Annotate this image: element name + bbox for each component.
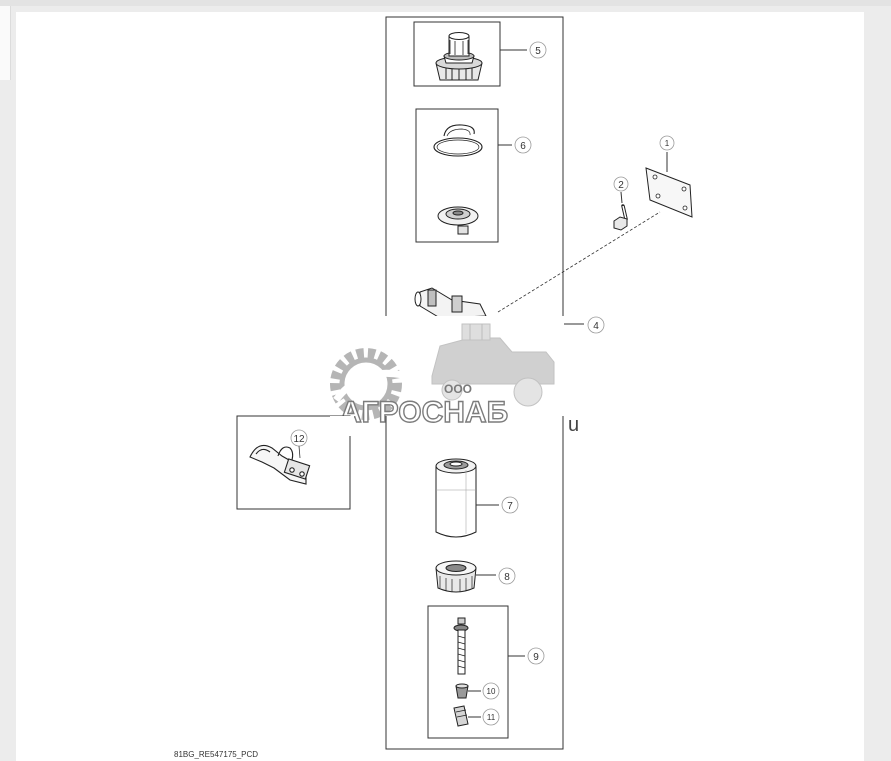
part-2-leader [620, 191, 623, 204]
part-9-callout-circle [527, 647, 545, 665]
part-1-callout-circle [659, 135, 675, 151]
part-1-group: 1 [645, 135, 693, 218]
watermark-company-name: АГРОСНАБ [340, 396, 508, 429]
part-5-group: 5 [413, 21, 547, 87]
part-10-callout-circle [482, 682, 500, 700]
part-5-cap-drawing [435, 32, 483, 81]
side-panel-tab[interactable] [0, 6, 11, 80]
part-11-callout-circle [482, 708, 500, 726]
part-2-label: 2 [618, 180, 624, 191]
filter-bowl-drawing [435, 560, 477, 593]
part-6-callout-circle [514, 136, 532, 154]
watermark-logo: ООО АГРОСНАБ u [330, 316, 604, 436]
filter-element-drawing [435, 458, 477, 538]
part-6-label: 6 [520, 141, 526, 152]
part-2-group: 2 [613, 176, 629, 231]
gear-icon [330, 348, 422, 420]
part-8-callout-circle [498, 567, 516, 585]
part-5-box [413, 21, 501, 87]
part-10-label: 10 [487, 687, 496, 696]
part-4-callout-circle [587, 316, 605, 334]
watermark-suffix: u [568, 414, 579, 436]
watermark-company-prefix: ООО [444, 382, 472, 396]
part-11-group: 11 [453, 705, 500, 727]
part-5-callout-circle [529, 41, 547, 59]
clamp-bracket-drawing [249, 444, 311, 485]
part-7-group: 7 [435, 458, 519, 538]
part-5-label: 5 [535, 46, 541, 57]
part-12-group: 12 [236, 415, 354, 510]
part-8-label: 8 [504, 572, 510, 583]
top-bar [0, 0, 891, 6]
part-8-group: 8 [435, 560, 516, 593]
combine-harvester-icon [431, 323, 555, 407]
part-9-group: 9 [427, 605, 545, 739]
part-9-box [427, 605, 509, 739]
part-7-label: 7 [507, 501, 513, 512]
filter-head-drawing [414, 287, 487, 319]
parts-diagram-sheet: 5 6 1 [16, 12, 864, 761]
part-6-rings-drawing [433, 124, 483, 157]
part-10-group: 10 [455, 682, 500, 700]
part-4-label: 4 [593, 321, 599, 332]
part-1-label: 1 [665, 139, 670, 148]
o-ring-seal-drawing [455, 683, 469, 699]
part-12-leader [298, 445, 301, 459]
assembly-path-dashed-line [497, 211, 661, 313]
part-6-valve-drawing [437, 206, 479, 235]
part-2-callout-circle [613, 176, 629, 192]
part-4-group: 4 [414, 287, 605, 334]
part-7-callout-circle [501, 496, 519, 514]
mounting-plate-drawing [645, 167, 693, 218]
drain-valve-stem-drawing [453, 617, 469, 675]
part-6-box [415, 108, 499, 243]
bolt-drawing [613, 204, 628, 231]
drawing-reference-code: 81BG_RE547175_PCD [174, 750, 258, 759]
part-6-group: 6 [415, 108, 532, 243]
drain-plug-drawing [453, 705, 469, 727]
exploded-parts-diagram: 5 6 1 [174, 16, 693, 759]
part-12-label: 12 [293, 434, 305, 445]
part-9-label: 9 [533, 652, 539, 663]
part-11-label: 11 [487, 713, 496, 722]
